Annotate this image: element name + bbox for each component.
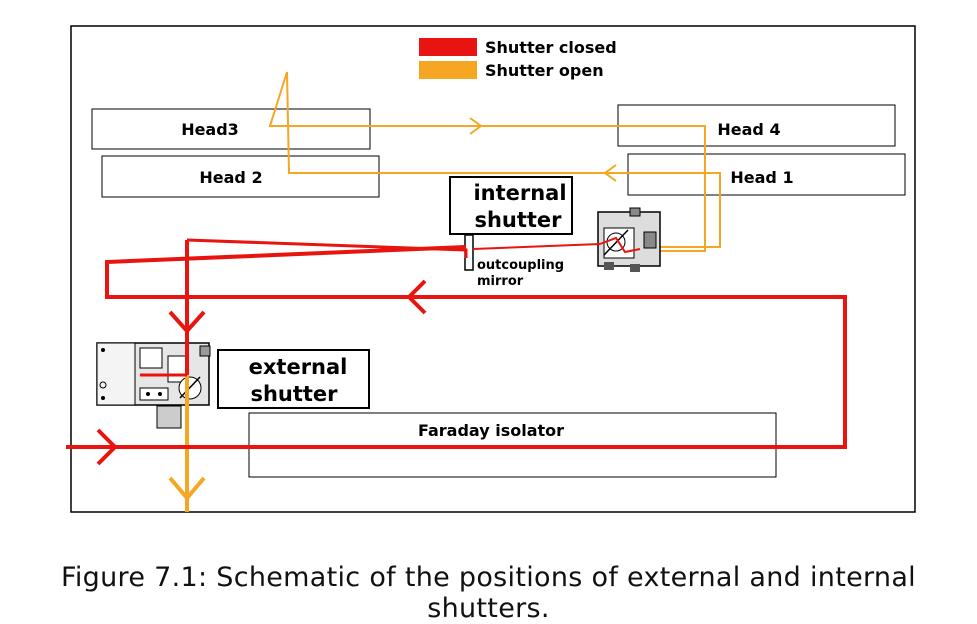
head1-box (627, 153, 906, 196)
outcoupling-mirror-label-line2: mirror (477, 274, 524, 289)
internal-shutter-device (597, 207, 661, 272)
outcoupling-mirror-label-line1: outcoupling (477, 258, 564, 273)
head3-box (91, 108, 371, 150)
internal-shutter-label-line2: shutter (474, 208, 562, 232)
open-exit-beam (168, 375, 206, 512)
legend-open-swatch (419, 61, 477, 79)
closed-beam-arrow-input (96, 428, 118, 466)
external-shutter-label-line1: external (249, 355, 348, 379)
open-beam-path (268, 71, 721, 252)
closed-beam-internal-segment (599, 236, 641, 254)
legend-closed-swatch (419, 38, 477, 56)
legend-closed-label: Shutter closed (485, 38, 617, 57)
legend: Shutter closed Shutter open (419, 38, 617, 80)
closed-beam-arrow-down (168, 310, 206, 334)
head2-box (101, 155, 380, 198)
head2-label: Head 2 (199, 168, 262, 187)
external-shutter-label-line2: shutter (250, 382, 338, 406)
head4-label: Head 4 (717, 120, 780, 139)
external-shutter-device (96, 342, 211, 429)
open-exit-beam-arrow (168, 476, 206, 502)
head1-label: Head 1 (730, 168, 793, 187)
closed-beam-path (66, 238, 847, 466)
closed-beam-arrow-return (406, 279, 427, 315)
internal-shutter-label-line1: internal (473, 181, 566, 205)
external-shutter-label-box (217, 349, 370, 409)
open-beam-arrow-left (603, 164, 617, 182)
figure-caption: Figure 7.1: Schematic of the positions o… (61, 562, 916, 624)
open-beam-arrow-right (469, 117, 483, 135)
legend-open-label: Shutter open (485, 61, 604, 80)
diagram-frame (70, 25, 916, 513)
head3-label: Head3 (181, 120, 239, 139)
faraday-isolator-label: Faraday isolator (418, 421, 564, 440)
internal-shutter-label-box (449, 176, 573, 235)
shutter-schematic-diagram: Shutter closed Shutter open Head3 Head 2… (66, 25, 916, 513)
